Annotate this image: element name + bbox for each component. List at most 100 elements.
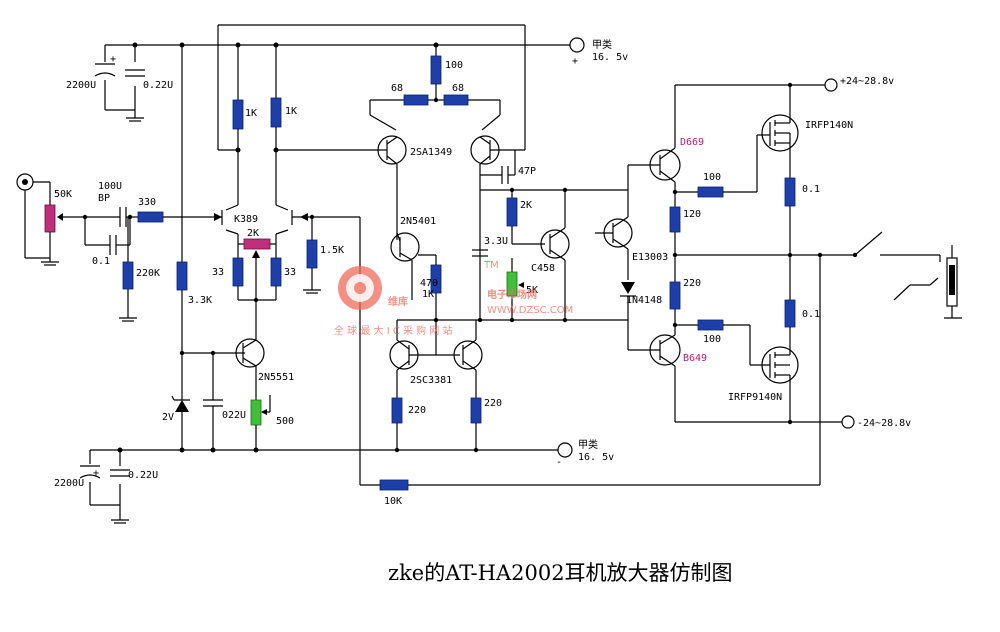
output-neg-label: -24~28.8v bbox=[857, 418, 911, 429]
zener-label: 2V bbox=[162, 412, 174, 423]
output-top-label: IRFP140N bbox=[805, 120, 853, 131]
comp-cap-label: 47P bbox=[518, 166, 536, 177]
output-neg-terminal[interactable]: -24~28.8v bbox=[841, 415, 911, 429]
comp-capacitor: 47P bbox=[480, 150, 536, 184]
ltp-trim-label: 2K bbox=[247, 228, 259, 239]
output-bottom-label: IRFP9140N bbox=[728, 392, 782, 403]
bias-trim-pot[interactable]: 5K bbox=[506, 258, 538, 320]
volume-pot-label: 50K bbox=[54, 189, 72, 200]
top-bulk-capacitor: + 2200U bbox=[66, 54, 116, 91]
vas-right-label: 68 bbox=[452, 83, 464, 94]
input-coupling-caps: 100U BP 0.1 bbox=[75, 181, 135, 267]
top-film-capacitor: 0.22U bbox=[125, 62, 173, 91]
driver-bottom-res-label: 220 bbox=[683, 278, 701, 289]
output-bottom-mosfet: IRFP9140N bbox=[728, 345, 799, 422]
ltp-trim-pot[interactable]: 2K bbox=[237, 228, 277, 340]
source-bottom-label: 0.1 bbox=[802, 309, 820, 320]
watermark-logo-icon bbox=[338, 266, 382, 310]
caption: zke的AT-HA2002耳机放大器仿制图 bbox=[388, 561, 733, 585]
ltp-bias-resistor: 1.5K bbox=[303, 214, 360, 294]
input-shunt-label: 220K bbox=[136, 268, 160, 279]
output-pos-label: +24~28.8v bbox=[840, 76, 894, 87]
cascode-label: 2N5401 bbox=[400, 216, 436, 227]
bottom-bulk-cap-label: 2200U bbox=[54, 478, 84, 489]
mirror-label: 2SC3381 bbox=[410, 375, 452, 386]
output-top-mosfet: IRFP140N bbox=[757, 112, 853, 178]
ccs-trim-pot[interactable]: 500 bbox=[250, 395, 294, 450]
watermark-url: WWW.DZSC.COM bbox=[487, 305, 573, 316]
diode-1n4148: 1N4148 bbox=[620, 282, 662, 320]
output-neg-rail bbox=[675, 419, 842, 425]
bias-capacitor: 022U bbox=[203, 353, 246, 450]
vas-emitter-resistors: 68 68 bbox=[369, 83, 501, 131]
zener-diode: 2V bbox=[162, 395, 190, 450]
classA-pos-sign: + bbox=[572, 56, 578, 67]
watermark-product: 电子市场网 bbox=[487, 288, 537, 301]
vbe-multiplier: E13003 bbox=[595, 190, 668, 280]
cascode-transistor: 2N5401 bbox=[390, 216, 436, 300]
ltp-jfet-label: K389 bbox=[234, 214, 258, 225]
vas-cap: 3.3U bbox=[472, 236, 508, 257]
feedback-label: 10K bbox=[384, 496, 402, 507]
top-film-cap-label: 0.22U bbox=[143, 80, 173, 91]
headphone-jack[interactable] bbox=[893, 245, 962, 319]
gate-top-label: 100 bbox=[703, 172, 721, 183]
ccs-trim-label: 500 bbox=[276, 416, 294, 427]
coupling-cap-type: BP bbox=[98, 193, 110, 204]
bottom-supply-rail bbox=[89, 447, 558, 524]
watermark-tm: TM bbox=[483, 260, 499, 271]
vas-top-label: 100 bbox=[445, 60, 463, 71]
classA-neg-terminal[interactable]: 甲类 16. 5v - bbox=[556, 438, 614, 468]
vas-pnp-left: 2SA1349 bbox=[377, 135, 452, 240]
vas-cap-label: 3.3U bbox=[484, 236, 508, 247]
source-resistors: 0.1 0.1 bbox=[784, 177, 820, 345]
gate-resistor-bottom: 100 bbox=[672, 319, 751, 365]
mirror-left-label: 220 bbox=[408, 405, 426, 416]
classA-pos-value: 16. 5v bbox=[592, 52, 628, 63]
ltp-load-resistors: 1K 1K bbox=[217, 24, 526, 205]
gate-bottom-label: 100 bbox=[703, 334, 721, 345]
input-jack[interactable] bbox=[16, 173, 50, 259]
volume-pot[interactable]: 50K bbox=[41, 182, 75, 266]
output-pos-terminal[interactable]: +24~28.8v bbox=[824, 76, 894, 92]
top-bulk-cap-label: 2200U bbox=[66, 80, 96, 91]
output-switch[interactable] bbox=[790, 231, 941, 262]
bias-transistor: C458 bbox=[531, 190, 570, 320]
vas-left-label: 68 bbox=[391, 83, 403, 94]
ccs-transistor: 2N5551 bbox=[235, 338, 294, 400]
driver-resistors: 120 220 bbox=[669, 206, 790, 335]
vas-470-resistor: 470 1K bbox=[418, 254, 442, 320]
mirror-transistors: 2SC3381 bbox=[389, 320, 483, 398]
mirror-right-label: 220 bbox=[484, 398, 502, 409]
input-film-label: 0.1 bbox=[92, 256, 110, 267]
ltp-degen-left-label: 33 bbox=[212, 267, 224, 278]
bias-cap-label: 022U bbox=[222, 410, 246, 421]
bias-transistor-label: C458 bbox=[531, 263, 555, 274]
vas-pnp-label: 2SA1349 bbox=[410, 147, 452, 158]
bottom-bulk-capacitor: + 2200U bbox=[54, 465, 101, 489]
classA-pos-terminal[interactable]: 甲类 16. 5v + bbox=[569, 37, 628, 67]
watermark: 维库 电子市场网 WWW.DZSC.COM TM 全 球 最 大 I C 采 购… bbox=[334, 260, 573, 337]
ltp-load-right-label: 1K bbox=[285, 106, 297, 117]
driver-top-label: D669 bbox=[680, 137, 704, 148]
zener-feed-resistor: 3.3K bbox=[176, 45, 245, 400]
svg-text:+: + bbox=[110, 54, 116, 65]
input-series-label: 330 bbox=[138, 197, 156, 208]
bottom-film-cap-label: 0.22U bbox=[128, 470, 158, 481]
driver-top-transistor: D669 bbox=[627, 85, 704, 207]
classA-pos-name: 甲类 bbox=[592, 38, 612, 51]
input-series-resistor: 330 bbox=[135, 197, 222, 223]
ccs-label: 2N5551 bbox=[258, 372, 294, 383]
mirror-resistors: 220 220 bbox=[391, 397, 502, 453]
gate-resistor-top: 100 bbox=[672, 135, 758, 198]
input-shunt-resistor: 220K bbox=[119, 217, 160, 322]
vas-2k-resistor: 2K bbox=[480, 187, 628, 245]
vas-top-resistor: 100 bbox=[430, 45, 463, 100]
vas-1k-label: 1K bbox=[422, 289, 434, 300]
driver-bottom-transistor: B649 bbox=[627, 320, 707, 422]
svg-text:+: + bbox=[93, 468, 99, 479]
bottom-film-capacitor: 0.22U bbox=[110, 466, 158, 484]
source-top-label: 0.1 bbox=[802, 184, 820, 195]
mid-bus bbox=[397, 317, 628, 323]
